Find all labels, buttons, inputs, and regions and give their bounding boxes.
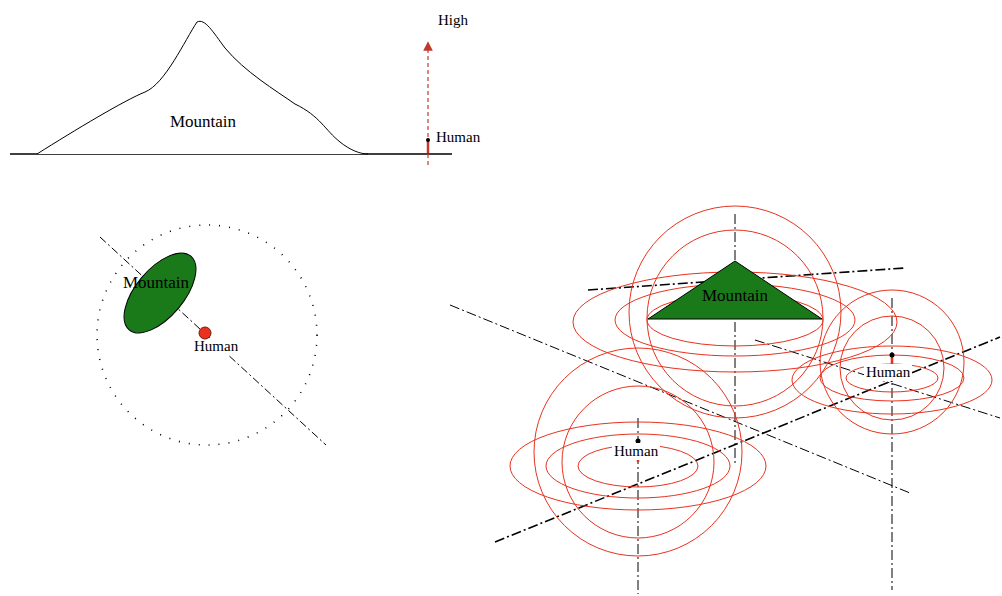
node-label: Mountain (702, 287, 768, 306)
axis-line (100, 237, 326, 445)
node-label: Mountain (170, 113, 236, 132)
shape-outline (35, 20, 371, 156)
shape-outline (110, 248, 210, 338)
mountain-triangle: Mountain (646, 260, 824, 321)
human-label: Human (864, 364, 912, 381)
human-dot (199, 327, 211, 339)
axis-label: High (436, 12, 470, 29)
mountain-ellipse: Mountain (110, 248, 210, 338)
human-label: Human (434, 129, 482, 146)
human-dot (890, 353, 895, 358)
range-spheres (510, 206, 992, 556)
height-arrow (427, 46, 428, 165)
human-label: Human (612, 443, 660, 460)
node-label: Mountain (123, 274, 189, 293)
human-dot (426, 138, 430, 142)
mountain-profile: Mountain (35, 20, 371, 156)
axis-lines (450, 214, 1000, 594)
human-label: Human (192, 338, 240, 355)
